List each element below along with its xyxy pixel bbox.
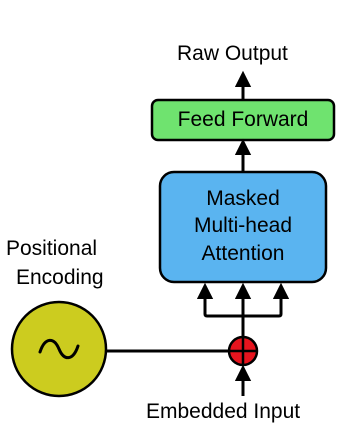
positional-encoding-node — [10, 300, 108, 398]
raw-output-label: Raw Output — [177, 42, 288, 65]
feed-forward-label: Feed Forward — [177, 108, 309, 131]
sine-wave-icon — [38, 338, 80, 360]
attention-label-line2: Multi-head — [193, 214, 293, 237]
circled-plus-icon — [227, 335, 259, 367]
attention-label-line1: Masked — [206, 187, 280, 210]
positional-encoding-label-line2: Encoding — [16, 266, 104, 289]
attention-box — [158, 170, 328, 284]
embedded-input-label: Embedded Input — [146, 400, 301, 423]
attention-label-line3: Attention — [201, 242, 285, 265]
positional-encoding-label-line1: Positional — [6, 237, 98, 260]
fork-lines — [203, 308, 283, 340]
